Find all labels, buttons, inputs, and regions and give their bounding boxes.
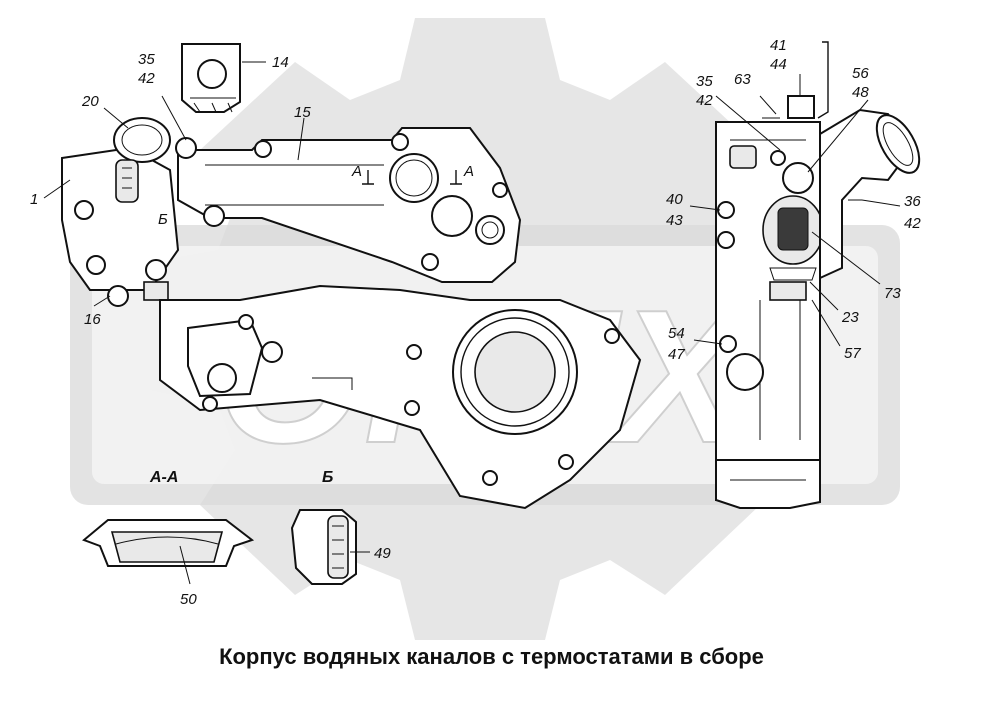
cut-mark-right: А xyxy=(463,163,474,180)
callout-73: 73 xyxy=(884,285,901,302)
callout-40: 40 xyxy=(666,191,683,208)
callout-57: 57 xyxy=(844,345,861,362)
callout-49: 49 xyxy=(374,545,391,562)
figure-caption: Корпус водяных каналов с термостатами в … xyxy=(219,644,764,669)
detail-mark-b: Б xyxy=(158,211,168,228)
callout-42-left: 42 xyxy=(138,70,155,87)
callout-42-far: 42 xyxy=(904,215,921,232)
callout-54: 54 xyxy=(668,325,685,342)
callout-14: 14 xyxy=(272,54,289,71)
callout-47: 47 xyxy=(668,346,685,363)
callout-42-right: 42 xyxy=(696,92,713,109)
callout-36: 36 xyxy=(904,193,921,210)
callout-20: 20 xyxy=(81,93,99,110)
section-cut-aa xyxy=(362,170,462,185)
section-aa-view xyxy=(82,519,255,567)
callout-56: 56 xyxy=(852,65,869,82)
callout-63: 63 xyxy=(734,71,751,88)
callout-41: 41 xyxy=(770,37,787,54)
callout-50: 50 xyxy=(180,591,197,608)
callout-16: 16 xyxy=(84,311,101,328)
section-title-aa: А-А xyxy=(149,469,178,486)
callout-15: 15 xyxy=(294,104,311,121)
callout-1: 1 xyxy=(30,191,38,208)
leader-lines xyxy=(43,61,901,585)
cut-mark-left: А xyxy=(351,163,362,180)
water-channel-housing xyxy=(61,43,642,510)
callout-35-left: 35 xyxy=(138,51,155,68)
callout-43: 43 xyxy=(666,212,683,229)
callout-35-right: 35 xyxy=(696,73,713,90)
side-view-housing xyxy=(715,41,921,509)
callout-23: 23 xyxy=(841,309,859,326)
callout-48: 48 xyxy=(852,84,869,101)
section-title-b: Б xyxy=(322,469,333,486)
callout-44: 44 xyxy=(770,56,787,73)
callout-labels: 14 15 35 42 20 1 16 35 42 63 41 44 56 48… xyxy=(30,37,921,608)
detail-b-view xyxy=(290,509,357,585)
